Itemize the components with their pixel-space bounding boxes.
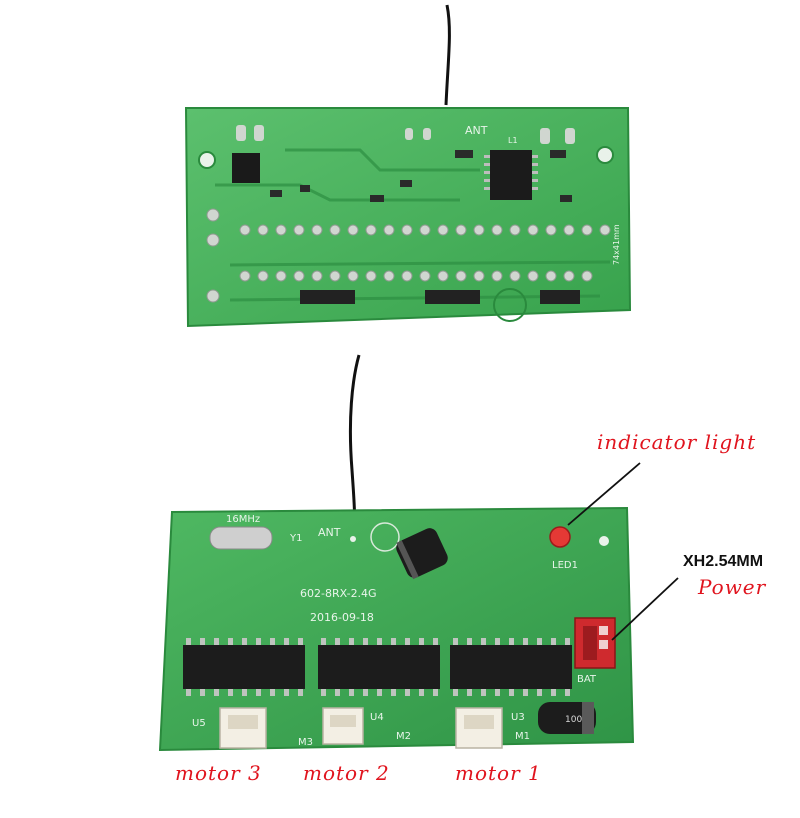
electrolytic-capacitor <box>396 528 448 580</box>
top-smd-3 <box>540 290 580 304</box>
crystal-label: 16MHz <box>226 514 260 525</box>
y1-label: Y1 <box>289 533 302 544</box>
top-regulator <box>232 153 260 183</box>
top-pin-row <box>239 224 611 282</box>
bottom-pcb <box>158 506 635 752</box>
bottom-board: 16MHz Y1 ANT 602-8RX-2.4G 2016-09-18 LED… <box>158 354 679 752</box>
motor2-annotation: motor 2 <box>303 761 390 785</box>
dip-ic-3 <box>450 645 572 689</box>
u3-label: U3 <box>511 712 525 723</box>
top-smd-1 <box>300 290 355 304</box>
u4-label: U4 <box>370 712 384 723</box>
u5-label: U5 <box>192 718 206 729</box>
m2-label: M2 <box>396 731 411 742</box>
dip-ic-1 <box>183 645 305 689</box>
dip-ic-2 <box>318 645 440 689</box>
top-antenna-wire <box>444 4 451 106</box>
board-date: 2016-09-18 <box>310 611 374 624</box>
connector-type-annotation: XH2.54MM <box>683 553 764 570</box>
board-model: 602-8RX-2.4G <box>300 587 377 600</box>
power-annotation: Power <box>698 575 767 599</box>
bottom-ant-label: ANT <box>318 526 341 539</box>
top-ic-chip <box>490 150 532 200</box>
top-chip-label: L1 <box>508 136 518 145</box>
cap-label: 100 <box>565 715 582 725</box>
bat-label: BAT <box>577 674 597 685</box>
m1-label: M1 <box>515 731 530 742</box>
top-board: ANT L1 74x41mm <box>184 4 632 328</box>
small-capacitor <box>538 702 596 734</box>
indicator-light-annotation: indicator light <box>597 430 757 454</box>
power-leader-line <box>611 577 679 641</box>
top-smd-2 <box>425 290 480 304</box>
indicator-led <box>549 526 571 548</box>
crystal-oscillator <box>209 526 273 550</box>
motor1-annotation: motor 1 <box>455 761 542 785</box>
indicator-leader-line <box>567 462 641 526</box>
motor3-annotation: motor 3 <box>175 761 262 785</box>
led-label: LED1 <box>552 560 578 571</box>
top-ant-label: ANT <box>465 124 488 137</box>
top-size-label: 74x41mm <box>612 224 621 265</box>
m3-label: M3 <box>298 737 313 748</box>
